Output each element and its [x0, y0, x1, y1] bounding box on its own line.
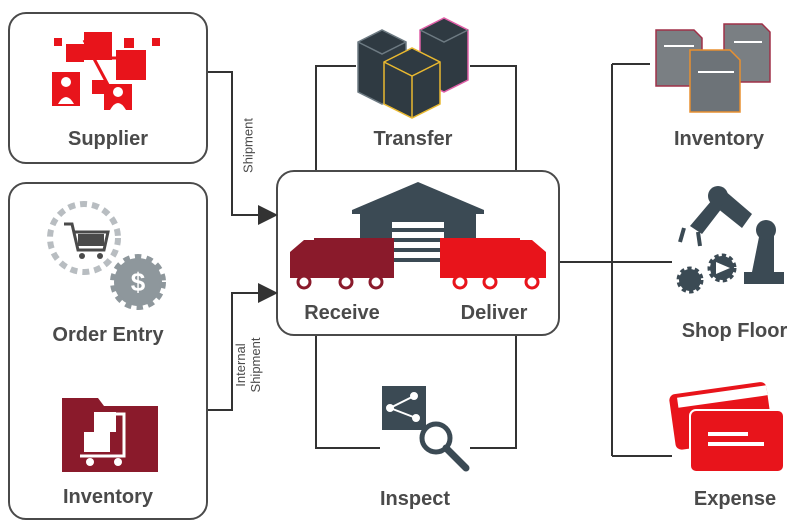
deliver-label: Deliver [460, 302, 528, 324]
order-entry-label: Order Entry [52, 324, 164, 346]
inventory-right-label: Inventory [673, 128, 765, 150]
svg-text:$: $ [131, 267, 146, 297]
shipment-connector [208, 71, 278, 225]
transfer-connector [315, 65, 356, 170]
supplier-label: Supplier [67, 128, 148, 150]
inspect-connector [315, 336, 380, 449]
receive-label: Receive [304, 302, 380, 324]
expense-label: Expense [693, 488, 777, 510]
inspect-connector-right [470, 336, 517, 449]
inspect-label: Inspect [379, 488, 451, 510]
transfer-connector-right [470, 65, 517, 170]
transfer-label: Transfer [373, 128, 453, 150]
internal-shipment-connector [208, 283, 278, 411]
inventory-left-label: Inventory [62, 486, 154, 508]
shop-floor-label: Shop Floor [681, 320, 788, 342]
